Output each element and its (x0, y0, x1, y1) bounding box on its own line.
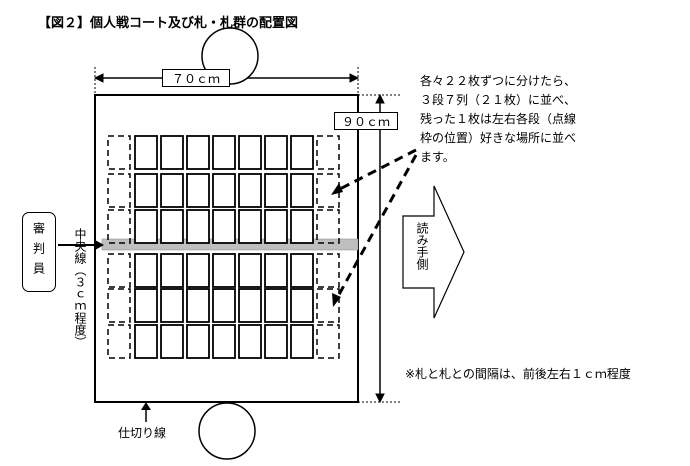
reader-label: 読み手側 (415, 222, 429, 270)
card (264, 135, 288, 170)
optional-card-slot-left (107, 173, 131, 208)
note-pointers (334, 148, 418, 301)
optional-card-slot-right (316, 173, 340, 208)
optional-card-slot-right (316, 253, 340, 288)
height-label: ９０ｃｍ (334, 112, 398, 130)
note-line: 各々２２枚ずつに分けたら、 (420, 74, 577, 88)
card (160, 135, 184, 170)
card (238, 173, 262, 208)
card (238, 253, 262, 288)
partition-arrow (141, 402, 151, 422)
card (264, 288, 288, 323)
diagram-title: 【図２】個人戦コート及び札・札群の配置図 (38, 16, 299, 31)
optional-card-slot-left (107, 135, 131, 170)
card (134, 288, 158, 323)
card (186, 135, 210, 170)
referee-box: 審判員 (22, 212, 56, 292)
optional-card-slot-left (107, 324, 131, 359)
note-line: ます。 (420, 150, 455, 164)
card (212, 209, 236, 244)
card (212, 288, 236, 323)
card-grid (107, 135, 340, 359)
card (134, 173, 158, 208)
reader-side-arrow (402, 185, 465, 319)
pointer-arrowhead-lower (332, 293, 341, 307)
card (290, 135, 314, 170)
card (290, 324, 314, 359)
pointer-arrowhead-upper (331, 183, 343, 195)
optional-card-slot-left (107, 209, 131, 244)
optional-card-slot-left (107, 253, 131, 288)
card (238, 324, 262, 359)
card (134, 324, 158, 359)
player-circle-bottom (198, 402, 256, 460)
optional-card-slot-left (107, 288, 131, 323)
partition-label: 仕切り線 (118, 426, 167, 440)
card (160, 253, 184, 288)
card (160, 173, 184, 208)
spacing-note: ※札と札との間隔は、前後左右１ｃｍ程度 (405, 367, 631, 381)
card (290, 253, 314, 288)
optional-card-slot-right (316, 288, 340, 323)
optional-card-slot-right (316, 209, 340, 244)
width-label: ７０ｃｍ (162, 69, 230, 87)
placement-note: 各々２２枚ずつに分けたら、 ３段７列（２１枚）に並べ、 残った１枚は左右各段（点… (420, 72, 620, 167)
card (160, 288, 184, 323)
card (134, 135, 158, 170)
card (264, 324, 288, 359)
card (186, 173, 210, 208)
referee-arrow (58, 240, 104, 250)
card (160, 209, 184, 244)
card (160, 324, 184, 359)
card (134, 253, 158, 288)
card (290, 209, 314, 244)
height-dimension (358, 93, 400, 404)
optional-card-slot-right (316, 135, 340, 170)
card (186, 209, 210, 244)
card (212, 135, 236, 170)
card (238, 135, 262, 170)
card (186, 253, 210, 288)
card (212, 324, 236, 359)
referee-label: 審判員 (31, 222, 46, 282)
card (238, 209, 262, 244)
card (186, 288, 210, 323)
card (186, 324, 210, 359)
note-line: 残った１枚は左右各段（点線 (420, 112, 577, 126)
note-line: 枠の位置）好きな場所に並べ (420, 131, 577, 145)
card (290, 173, 314, 208)
card (264, 209, 288, 244)
center-line-label: 中央線（３ｃｍ程度） (73, 228, 87, 348)
card (134, 209, 158, 244)
optional-card-slot-right (316, 324, 340, 359)
card (264, 253, 288, 288)
card (264, 173, 288, 208)
card (212, 253, 236, 288)
card (238, 288, 262, 323)
note-line: ３段７列（２１枚）に並べ、 (420, 93, 577, 107)
card (212, 173, 236, 208)
card (290, 288, 314, 323)
